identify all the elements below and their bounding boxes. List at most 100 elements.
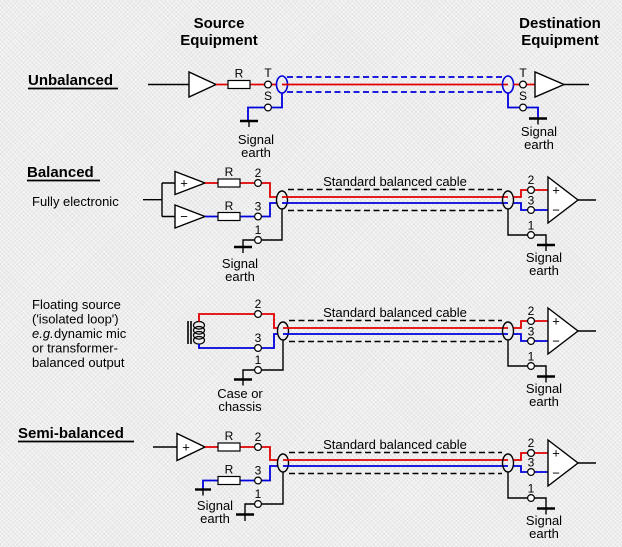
pin2-terminal bbox=[254, 443, 263, 452]
pin1-label: 1 bbox=[255, 223, 262, 237]
plus-sign: + bbox=[552, 446, 560, 461]
cable-connector bbox=[501, 453, 515, 473]
resistor bbox=[217, 211, 241, 222]
shield-earth-wire bbox=[507, 472, 547, 509]
transformer-core bbox=[187, 321, 192, 344]
plus-sign: + bbox=[180, 176, 188, 191]
plus-sign: + bbox=[182, 440, 190, 455]
source-equipment-title: Source bbox=[194, 15, 245, 32]
cold-wire bbox=[198, 333, 278, 349]
pin2-label: 2 bbox=[528, 173, 535, 187]
signal-earth-label-line2: earth bbox=[200, 511, 230, 526]
pin3-label: 3 bbox=[255, 464, 262, 478]
plus-sign: + bbox=[552, 314, 560, 329]
pin3-terminal bbox=[526, 337, 535, 346]
pin2-label: 2 bbox=[255, 297, 262, 311]
pin1-terminal bbox=[526, 362, 535, 371]
source-amp-minus bbox=[174, 203, 207, 230]
balanced-heading: Balanced bbox=[27, 164, 94, 181]
pin3-label: 3 bbox=[528, 325, 535, 339]
cold-wire bbox=[513, 333, 548, 342]
cable-label: Standard balanced cable bbox=[323, 437, 467, 452]
pin3-terminal bbox=[526, 468, 535, 477]
cable-connector bbox=[276, 453, 290, 473]
transformer-winding bbox=[192, 330, 206, 340]
transformer-winding bbox=[192, 325, 206, 335]
cable-shield-dashed bbox=[289, 451, 502, 475]
signal-earth-label: Signal bbox=[238, 132, 274, 147]
pin1-terminal bbox=[254, 236, 263, 245]
floating-note-line3: dynamic mic bbox=[54, 326, 127, 341]
cable-connector bbox=[276, 321, 290, 341]
resistor-label: R bbox=[235, 67, 244, 81]
cable-connector bbox=[501, 190, 515, 210]
plus-sign: + bbox=[552, 183, 560, 198]
hot-wire bbox=[513, 189, 548, 198]
pin3-terminal bbox=[526, 206, 535, 215]
destination-diff-amp bbox=[547, 306, 580, 356]
pin1-label: 1 bbox=[255, 353, 262, 367]
pin1-label: 1 bbox=[528, 219, 535, 233]
signal-earth-label-line2: earth bbox=[241, 145, 271, 160]
pin3-label: 3 bbox=[255, 200, 262, 214]
unbalanced-heading: Unbalanced bbox=[28, 72, 113, 89]
hot-wire bbox=[205, 182, 277, 198]
destination-equipment-title-line2: Equipment bbox=[521, 32, 599, 49]
minus-sign: − bbox=[552, 466, 560, 481]
column-headers: Source Equipment Destination Equipment bbox=[180, 15, 601, 49]
cold-earth-wire bbox=[247, 92, 283, 121]
shield-earth-wire bbox=[507, 340, 547, 377]
pin-sleeve-label: S bbox=[519, 89, 527, 103]
shield-earth-wire bbox=[244, 472, 284, 515]
resistor-label: R bbox=[225, 165, 234, 179]
cable-shield-dashed bbox=[289, 319, 502, 343]
cable-shield-dashed bbox=[287, 76, 503, 93]
shield-earth-wire bbox=[507, 209, 547, 245]
floating-note-line2: ('isolated loop') bbox=[32, 312, 119, 327]
semi-balanced-heading: Semi-balanced bbox=[18, 425, 124, 442]
resistor-label: R bbox=[225, 429, 234, 443]
transformer-winding bbox=[192, 335, 206, 345]
cold-wire bbox=[205, 202, 277, 218]
pin2-label: 2 bbox=[255, 430, 262, 444]
cold-wire bbox=[513, 202, 548, 211]
hot-wire bbox=[513, 320, 548, 329]
pin1-terminal bbox=[254, 366, 263, 375]
pin2-label: 2 bbox=[255, 166, 262, 180]
destination-diff-amp bbox=[547, 438, 580, 488]
signal-earth-label-line2: earth bbox=[529, 526, 559, 541]
signal-earth-label: Signal bbox=[526, 381, 562, 396]
pin1-terminal bbox=[254, 500, 263, 509]
resistor-label: R bbox=[225, 463, 234, 477]
pin3-terminal bbox=[254, 344, 263, 353]
source-amp-plus bbox=[174, 170, 207, 196]
cold-wire bbox=[513, 465, 548, 473]
pin3-label: 3 bbox=[528, 194, 535, 208]
destination-amp-triangle bbox=[534, 70, 566, 99]
pin-sleeve-terminal bbox=[264, 103, 273, 112]
signal-earth-label-line2: earth bbox=[225, 269, 255, 284]
pin2-label: 2 bbox=[528, 304, 535, 318]
row-balanced: Balanced Fully electronic + − R R 2 3 1 … bbox=[27, 164, 596, 284]
floating-note-eg: e.g. bbox=[32, 326, 54, 341]
source-equipment-title-line2: Equipment bbox=[180, 32, 258, 49]
cable-connector bbox=[501, 321, 515, 341]
pin2-label: 2 bbox=[528, 436, 535, 450]
pin3-terminal bbox=[254, 476, 263, 485]
pin-tip-terminal bbox=[518, 80, 527, 89]
minus-sign: − bbox=[552, 334, 560, 349]
hot-wire bbox=[205, 446, 278, 461]
signal-earth-label: Signal bbox=[197, 498, 233, 513]
resistor bbox=[217, 442, 241, 452]
hot-wire bbox=[513, 452, 548, 461]
row-semi-balanced: Semi-balanced + R 2 R 3 Signal earth 1 S… bbox=[18, 425, 596, 541]
source-amp-triangle bbox=[188, 70, 218, 99]
cold-wire bbox=[202, 465, 278, 490]
signal-earth-label: Signal bbox=[222, 256, 258, 271]
pin2-terminal bbox=[526, 186, 535, 195]
pin3-terminal bbox=[254, 212, 263, 221]
resistor bbox=[217, 475, 241, 486]
hot-wire bbox=[198, 313, 278, 329]
